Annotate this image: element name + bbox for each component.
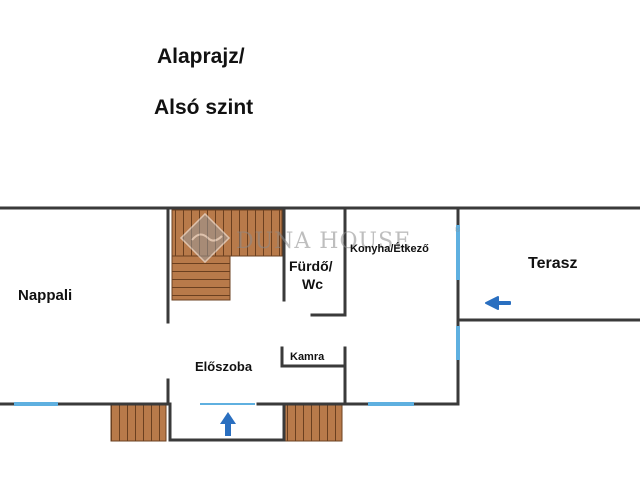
watermark-text: DUNA HOUSE — [236, 229, 411, 254]
watermark-registered: ® — [454, 226, 461, 234]
windows — [14, 225, 460, 406]
room-label-kamra: Kamra — [290, 351, 325, 363]
room-label-terasz: Terasz — [528, 255, 578, 272]
interior-staircase — [171, 209, 283, 301]
entrance-steps-left — [110, 404, 167, 442]
room-label-eloszoba: Előszoba — [195, 359, 253, 374]
plan-title: Alaprajz/ — [157, 45, 245, 68]
main-entrance-arrow-icon — [220, 412, 236, 436]
room-label-nappali: Nappali — [18, 287, 72, 304]
room-label-furdo-line1: Fürdő/ — [289, 258, 333, 274]
terrace-entry-arrow-icon — [485, 296, 511, 310]
entrance-steps-right — [283, 404, 343, 442]
duna-house-logo-icon — [179, 212, 231, 264]
duna-house-watermark: DUNA HOUSE ® — [179, 212, 461, 264]
plan-subtitle: Alsó szint — [154, 96, 254, 119]
room-label-konyha: Konyha/Étkező — [350, 242, 429, 255]
room-label-furdo-line2: Wc — [302, 276, 323, 292]
